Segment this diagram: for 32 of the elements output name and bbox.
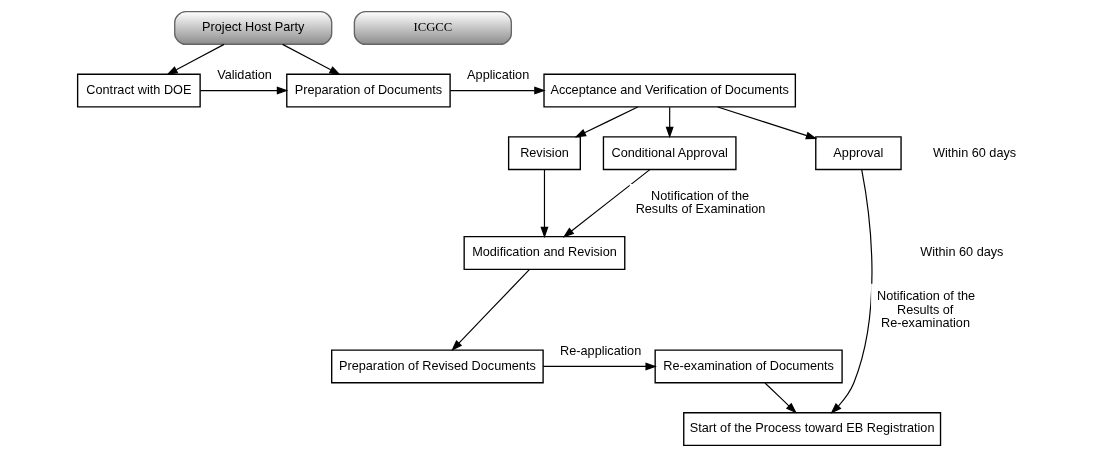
node-box: Acceptance and Verification of Documents — [543, 73, 797, 108]
label: Within 60 days — [932, 145, 1017, 160]
node-box: Project Host Party — [174, 10, 333, 45]
edge-label: Re-application — [560, 344, 642, 359]
arrow — [540, 169, 549, 239]
edge-label: Notification of the Results of Re-examination — [877, 288, 976, 331]
arrow — [574, 106, 639, 138]
arrow — [166, 43, 225, 76]
arrow — [542, 362, 657, 371]
arrow — [562, 169, 651, 238]
node-box: Preparation of Revised Documents — [331, 349, 544, 384]
arrow — [764, 382, 797, 414]
node-box: Approval — [815, 136, 902, 171]
arrow — [717, 106, 818, 140]
arrow — [665, 106, 674, 139]
node-box: ICGCC — [353, 10, 513, 45]
arrow — [830, 168, 873, 414]
label: Within 60 days — [920, 245, 1004, 260]
arrow — [449, 86, 546, 95]
edge-label: Notification of the Results of Examination — [635, 188, 766, 217]
edge-label: Application — [467, 68, 530, 83]
node-box: Preparation of Documents — [286, 73, 451, 108]
arrow — [199, 86, 289, 95]
node-box: Re-examination of Documents — [654, 349, 843, 384]
node-box: Modification and Revision — [463, 236, 626, 270]
node-box: Conditional Approval — [602, 136, 737, 171]
arrow — [451, 268, 531, 352]
node-box: Start of the Process toward EB Registration — [683, 412, 942, 447]
arrow — [282, 43, 341, 76]
edge-label: Validation — [217, 68, 272, 83]
node-box: Contract with DOE — [76, 73, 201, 108]
node-box: Revision — [507, 136, 581, 171]
